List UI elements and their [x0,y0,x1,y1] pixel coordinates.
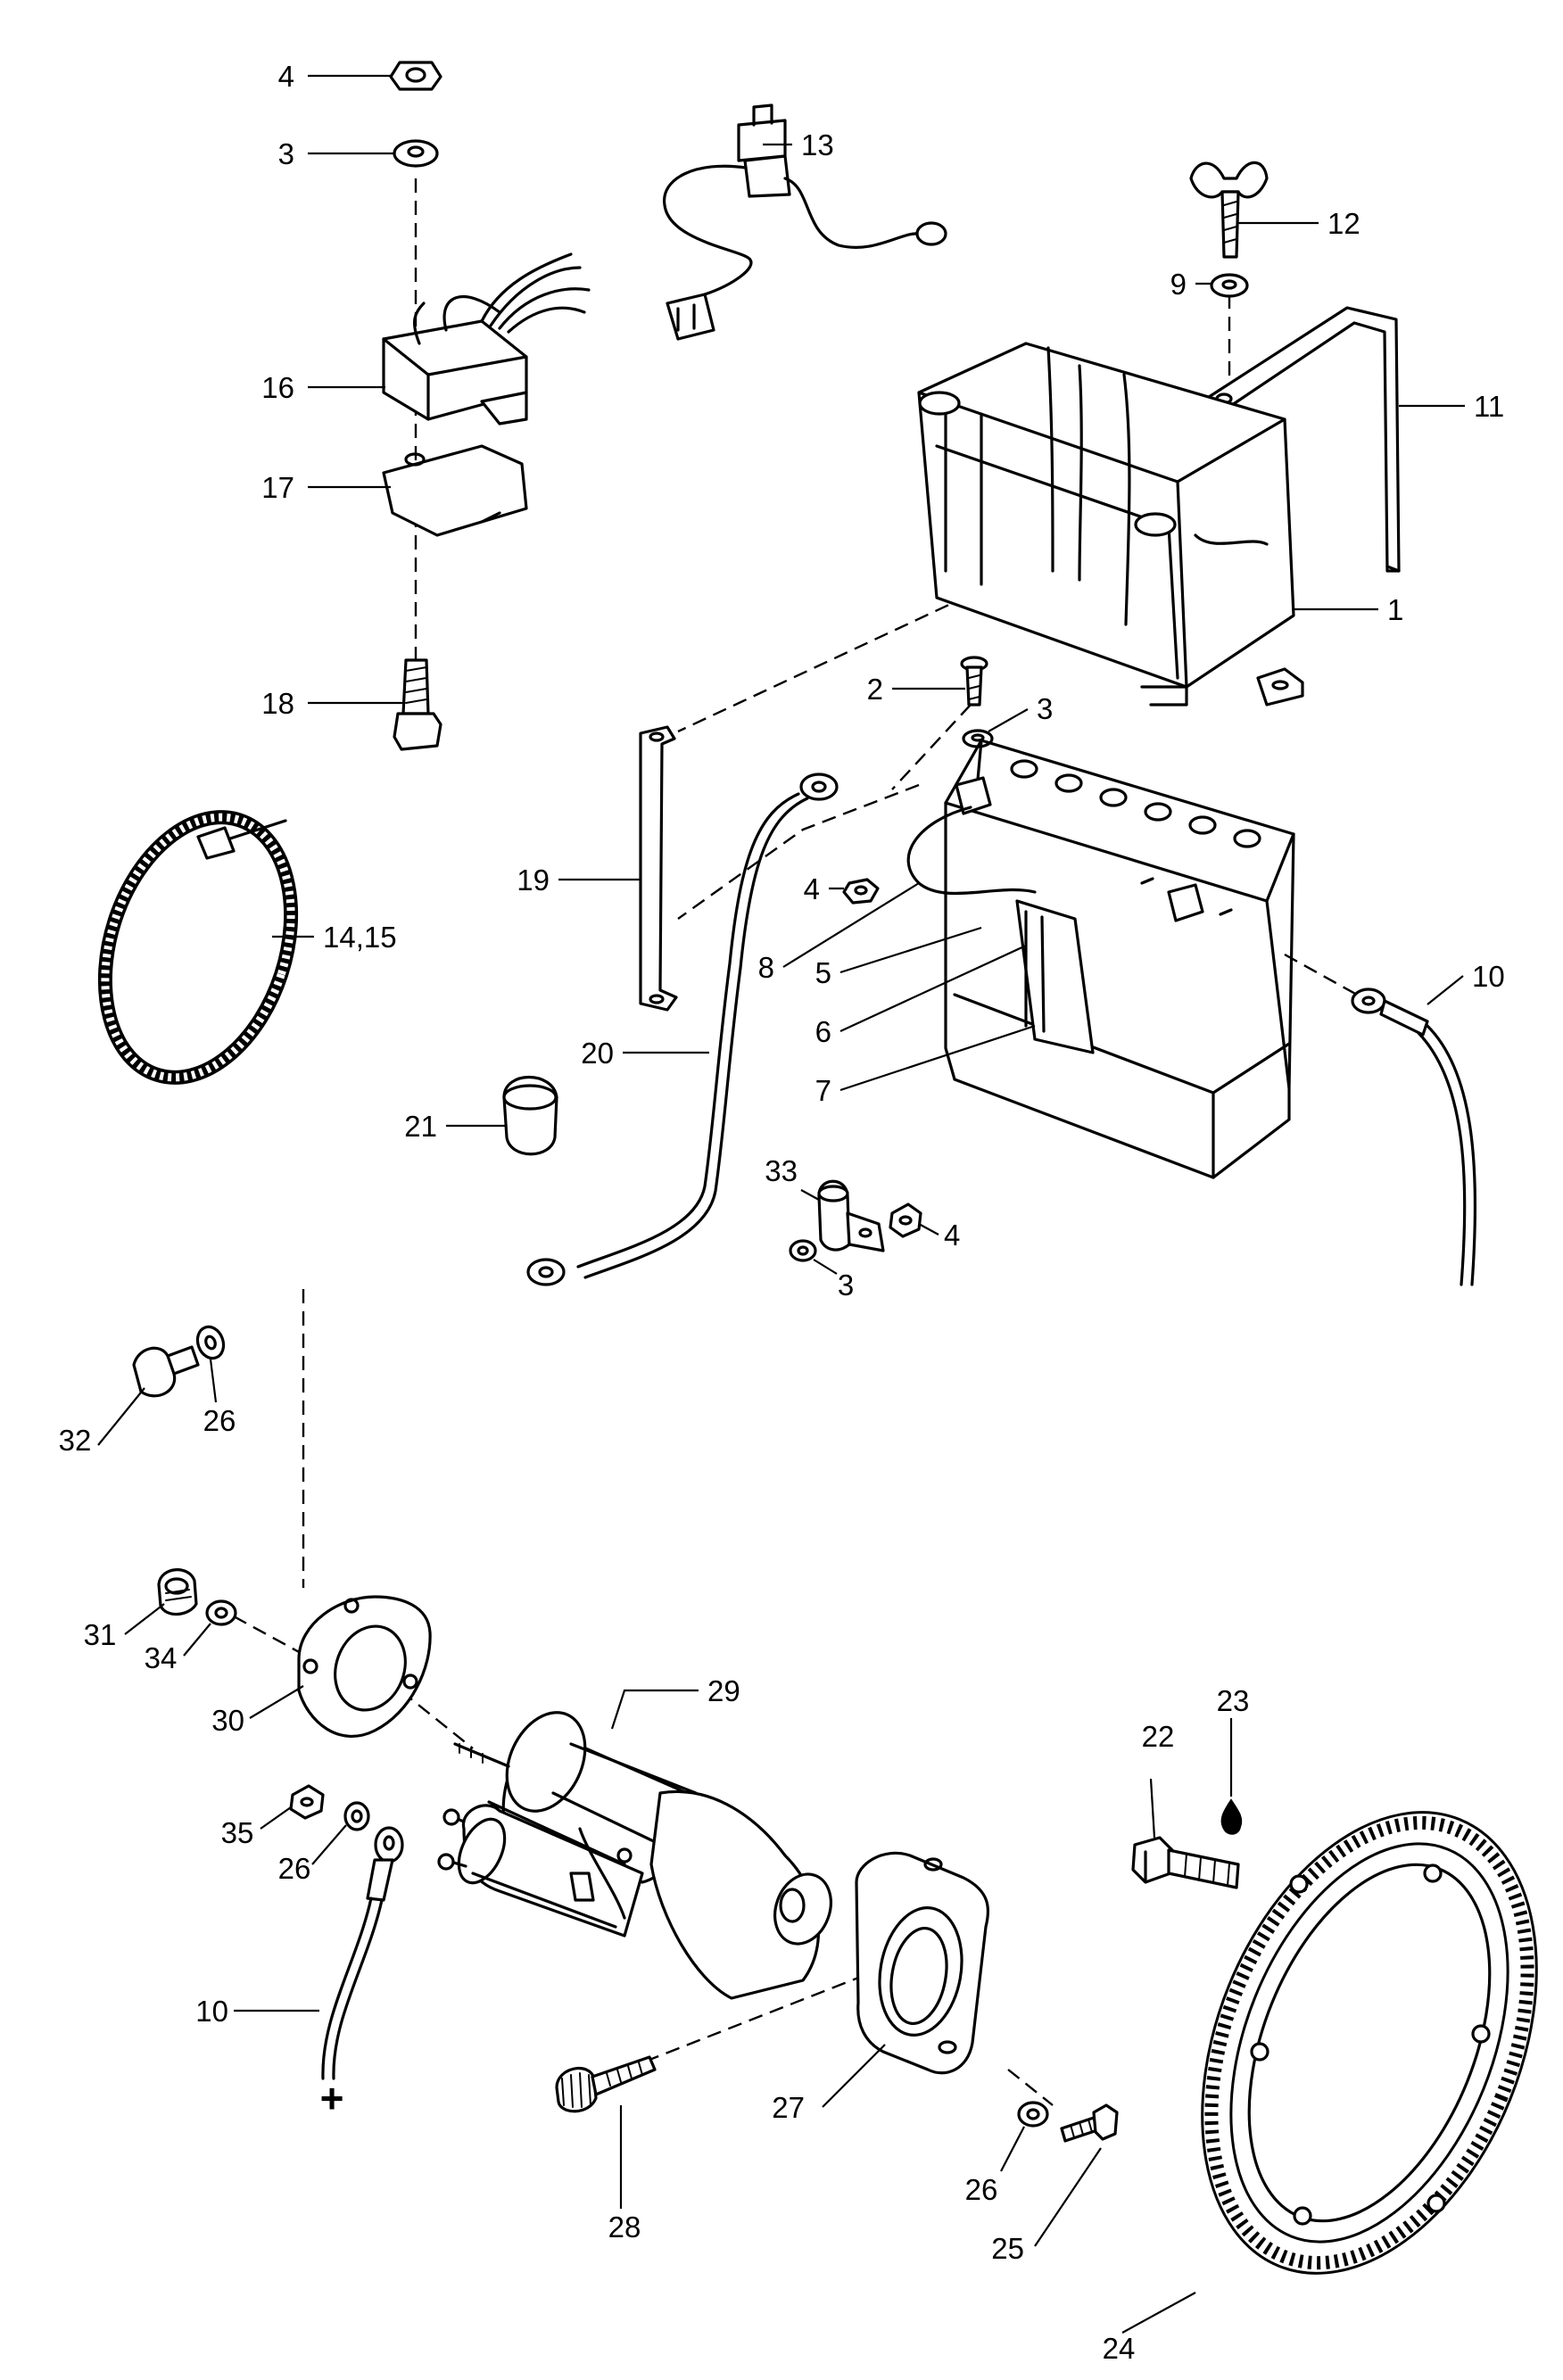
callout-21: 21 [404,1110,437,1143]
part-29-starter-motor [437,1711,832,2000]
part-4-nut-battery [842,878,880,905]
callout-29: 29 [707,1674,740,1707]
part-13-fuse-holder-harness [663,103,947,341]
callout-4-clamp: 4 [944,1219,960,1252]
part-1-battery-box [917,342,1304,707]
callout-2: 2 [867,673,883,706]
part-10-cable-right [1351,988,1477,1286]
part-27-adapter-plate [855,1851,990,2075]
callout-26-bottom: 26 [965,2173,998,2206]
part-24-ring-gear [1201,1811,1538,2275]
callout-34: 34 [145,1641,178,1674]
callout-10-right: 10 [1472,960,1505,993]
callout-23: 23 [1217,1684,1250,1717]
callout-13: 13 [801,128,834,161]
part-30-mount-plate [297,1595,432,1738]
callout-25: 25 [991,2232,1024,2265]
part-18-bolt [393,658,442,751]
part-10-cable-starter [321,1826,404,2080]
part-14-15-cable-tie [97,810,299,1085]
callout-32: 32 [59,1424,92,1457]
part-17-gasket [382,444,528,537]
part-3-washer-clamp [789,1239,817,1262]
callout-28: 28 [608,2211,641,2244]
part-31-nut [157,1568,198,1616]
callout-3: 3 [278,137,294,170]
callout-35: 35 [221,1816,254,1849]
part-4-nut-clamp [889,1202,922,1238]
part-4-nut-top [389,61,442,91]
callout-4-battery: 4 [804,872,820,905]
part-26-washer-top [195,1325,226,1360]
callout-9: 9 [1170,268,1187,301]
callout-3-battery: 3 [1037,692,1053,725]
polarity-plus-label: + [320,2075,344,2121]
callout-24: 24 [1103,2332,1136,2365]
part-22-hex-bolt [1131,1836,1240,1889]
part-35-nut [289,1784,325,1820]
part-2-screw [960,656,988,707]
callout-20: 20 [581,1037,614,1070]
callout-16: 16 [261,371,294,404]
part-28-cap-screw [555,2055,657,2113]
callout-30: 30 [211,1704,244,1737]
part-12-wing-bolt [1189,161,1269,259]
callout-labels: 4 3 16 17 18 13 12 9 11 1 2 3 4 8 5 6 7 … [59,60,1505,2365]
callout-26-top: 26 [203,1404,236,1437]
part-20-cable [526,773,839,1286]
part-21-terminal-cap [502,1076,558,1156]
callout-1: 1 [1387,593,1403,626]
callout-4: 4 [278,60,294,93]
callout-14-15: 14,15 [323,921,397,954]
callout-17: 17 [261,471,294,504]
part-16-control-module [382,252,591,426]
callout-27: 27 [772,2091,805,2124]
callout-26-mid: 26 [278,1852,311,1885]
callout-8: 8 [758,951,774,984]
part-26-washer-bottom [1017,2101,1049,2128]
callout-12: 12 [1327,207,1360,240]
part-25-bolt [1060,2103,1119,2143]
callout-22: 22 [1142,1720,1175,1753]
callout-18: 18 [261,687,294,720]
part-33-clamp [817,1179,885,1252]
part-23-drop [1220,1798,1243,1835]
part-34-washer [205,1599,237,1626]
callout-5: 5 [815,956,831,989]
callout-7: 7 [815,1074,831,1107]
callout-33: 33 [765,1154,798,1187]
part-32-bolt [132,1345,200,1398]
callout-6: 6 [815,1015,831,1048]
callout-11: 11 [1474,390,1504,423]
callout-19: 19 [517,864,550,897]
part-3-washer-top [393,139,439,168]
battery [906,739,1295,1179]
callout-31: 31 [84,1618,117,1651]
part-9-washer [1210,273,1249,298]
part-26-washer-mid [343,1801,370,1831]
callout-10-starter: 10 [195,1995,228,2028]
callout-3-clamp: 3 [838,1269,854,1302]
part-19-strap [639,725,678,1012]
callout-leaders [97,74,1465,2334]
